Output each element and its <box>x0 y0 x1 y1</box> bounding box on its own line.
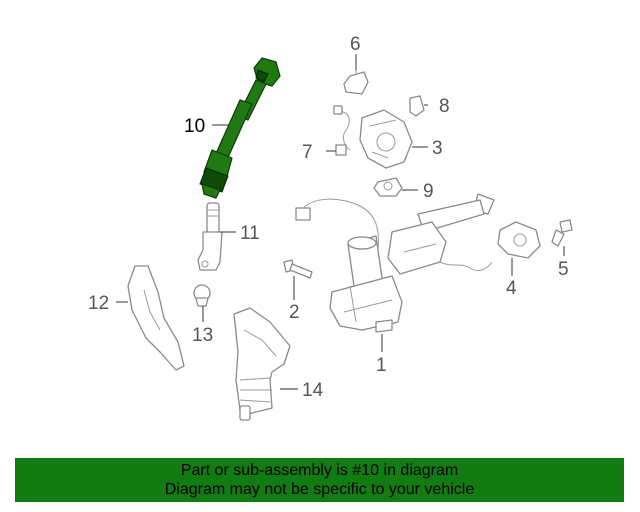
part-14-boot[interactable] <box>233 307 291 421</box>
callout-labels: 10 11 12 13 2 6 8 7 3 9 1 4 5 14 <box>88 34 569 401</box>
callout-13[interactable]: 13 <box>192 325 213 346</box>
callout-2[interactable]: 2 <box>289 302 300 323</box>
part-6-sensor[interactable] <box>343 66 369 95</box>
part-9-sensor[interactable] <box>373 177 403 197</box>
callout-3[interactable]: 3 <box>432 138 443 159</box>
callout-1[interactable]: 1 <box>376 355 387 376</box>
part-13-clip[interactable] <box>193 284 211 307</box>
leader-lines <box>116 54 565 390</box>
part-info-banner: Part or sub-assembly is #10 in diagram D… <box>15 458 624 502</box>
part-5-bolt[interactable] <box>551 219 573 247</box>
part-4-bracket[interactable] <box>497 221 541 259</box>
callout-14[interactable]: 14 <box>302 380 324 401</box>
part-10-intermediate-shaft[interactable] <box>199 57 281 199</box>
banner-line-part: Part or sub-assembly is #10 in diagram <box>180 462 459 479</box>
banner-line-disclaimer: Diagram may not be specific to your vehi… <box>164 481 475 498</box>
part-1-steering-column[interactable] <box>295 193 495 333</box>
callout-11[interactable]: 11 <box>240 223 260 244</box>
part-8-bracket[interactable] <box>409 95 425 117</box>
callout-4[interactable]: 4 <box>506 278 517 299</box>
callout-12[interactable]: 12 <box>88 293 109 314</box>
parts-diagram: 10 11 12 13 2 6 8 7 3 9 1 4 5 14 <box>88 34 573 421</box>
part-12-column-cover[interactable] <box>127 265 185 371</box>
callout-10[interactable]: 10 <box>184 116 205 137</box>
part-2-bolt[interactable] <box>283 259 313 279</box>
callout-9[interactable]: 9 <box>423 181 434 202</box>
callout-6[interactable]: 6 <box>350 34 361 55</box>
callout-8[interactable]: 8 <box>439 96 450 117</box>
part-3-switch-housing[interactable] <box>359 109 413 169</box>
part-7-wire-harness[interactable] <box>333 105 351 156</box>
callout-5[interactable]: 5 <box>558 259 569 280</box>
part-11-lower-shaft[interactable] <box>197 202 223 271</box>
callout-7[interactable]: 7 <box>302 142 313 163</box>
